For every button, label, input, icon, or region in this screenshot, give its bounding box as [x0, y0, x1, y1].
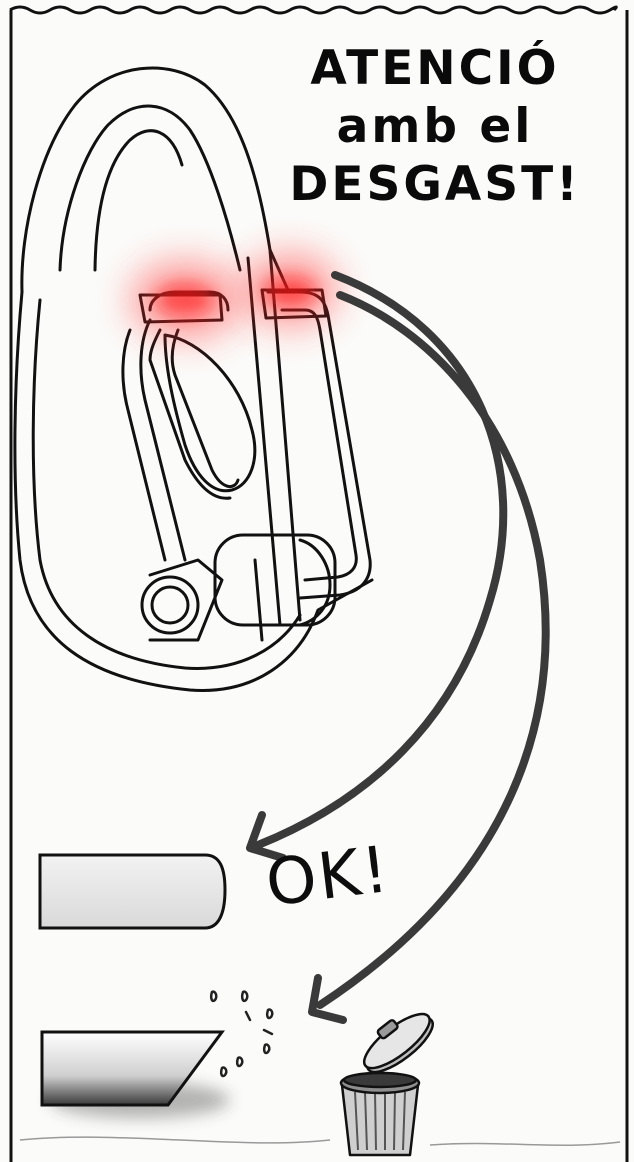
worn-bar-icon	[42, 992, 272, 1118]
wear-glow-icon	[130, 252, 338, 340]
title-line-1: ATENCIÓ	[270, 40, 600, 98]
title-line-2: amb el	[270, 98, 600, 156]
ok-label: OK!	[262, 833, 394, 922]
ground-line	[20, 1137, 620, 1145]
trash-can-icon	[341, 1001, 440, 1155]
title-line-3: DESGAST!	[270, 156, 600, 214]
good-bar-icon	[40, 855, 225, 928]
warning-title: ATENCIÓ amb el DESGAST!	[270, 40, 600, 214]
